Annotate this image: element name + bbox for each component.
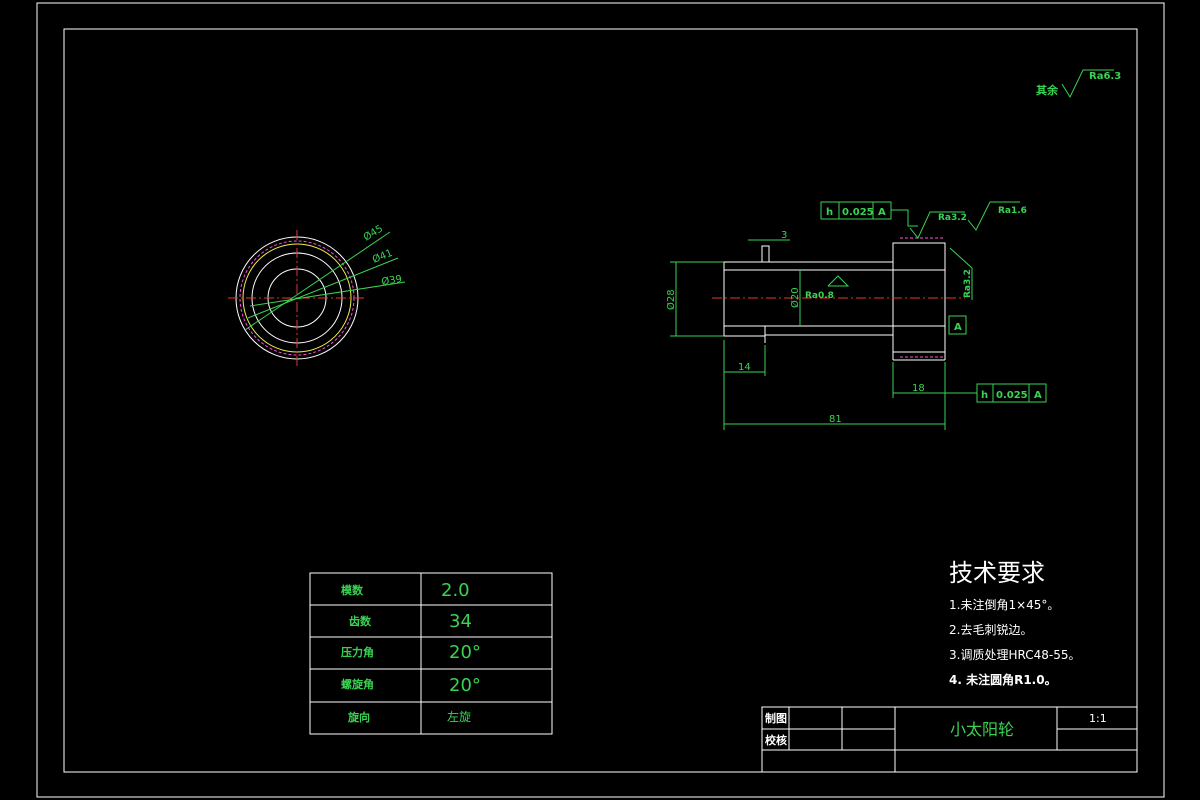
- table-value-4: 20°: [449, 675, 481, 696]
- table-value-1: 2.0: [441, 580, 470, 601]
- tol-top-datum: A: [878, 207, 886, 218]
- upper-wall: [723, 242, 946, 271]
- tech-req-item-4: 4. 未注圆角R1.0。: [949, 672, 1057, 687]
- table-label-3: 压力角: [341, 645, 374, 659]
- front-view: Ø45 Ø41 Ø39: [228, 222, 406, 366]
- table-value-2: 34: [449, 611, 472, 632]
- tech-req-title: 技术要求: [949, 559, 1045, 587]
- dim-gear-len: 18: [912, 383, 925, 394]
- body-outline-left: [723, 262, 766, 343]
- dim-d39: Ø39: [381, 273, 403, 288]
- roughness-symbol: [1061, 69, 1114, 99]
- datum-a: A: [954, 322, 962, 333]
- dim-left-len: 14: [738, 362, 751, 373]
- general-finish-value: Ra6.3: [1089, 71, 1121, 82]
- tech-req-item-2: 2.去毛刺锐边。: [949, 623, 1032, 637]
- param-table: 模数 2.0 齿数 34 压力角 20° 螺旋角 20° 旋向 左旋: [309, 572, 553, 735]
- table-value-3: 20°: [449, 642, 481, 663]
- title-draw-label: 制图: [765, 711, 787, 725]
- title-block: 制图 校核 小太阳轮 1:1: [761, 706, 1138, 773]
- tol-top-value: 0.025: [842, 207, 874, 218]
- table-label-1: 模数: [341, 583, 364, 597]
- title-scale: 1:1: [1089, 712, 1107, 725]
- table-label-2: 齿数: [349, 614, 372, 628]
- title-check-label: 校核: [765, 733, 787, 747]
- dim-slot: 3: [781, 230, 787, 241]
- slot-groove: [761, 245, 770, 263]
- table-value-5: 左旋: [447, 709, 471, 724]
- dim-total-len: 81: [829, 414, 842, 425]
- tol-top-symbol: h: [826, 207, 833, 218]
- table-label-5: 旋向: [347, 710, 370, 724]
- dim-leader-3: [249, 281, 406, 307]
- outer-frame: [36, 2, 1165, 798]
- tech-requirements: 技术要求 1.未注倒角1×45°。 2.去毛刺锐边。 3.调质处理HRC48-5…: [949, 559, 1080, 687]
- lower-wall-gear: [724, 325, 946, 353]
- lower-wall: [724, 325, 894, 336]
- section-view: 3 Ø28 Ø20 14 18 81 h 0.025 A Ra3.2 Ra1.6…: [665, 201, 1047, 430]
- datum-box: [948, 315, 967, 335]
- tol-bot-symbol: h: [981, 390, 988, 401]
- inner-frame: [63, 28, 1138, 773]
- dim-leader-1: [244, 231, 391, 331]
- roughness-ra16-symbol: [967, 201, 1020, 231]
- roughness-ra08-symbol: [827, 275, 850, 287]
- dim-inner-dia: Ø20: [789, 287, 801, 308]
- dim-d41: Ø41: [371, 247, 395, 266]
- tech-req-item-1: 1.未注倒角1×45°。: [949, 597, 1059, 612]
- rough-ra08: Ra0.8: [805, 291, 834, 301]
- roughness-ra32-symbol: [909, 211, 965, 239]
- general-finish-prefix: 其余: [1036, 83, 1059, 97]
- rough-ra16: Ra1.6: [998, 206, 1027, 216]
- table-label-4: 螺旋角: [341, 677, 374, 691]
- title-part-name: 小太阳轮: [950, 720, 1014, 739]
- roughness-ra32b-symbol: [949, 247, 973, 300]
- dim-d45: Ø45: [361, 222, 385, 243]
- tol-bot-value: 0.025: [996, 390, 1028, 401]
- general-surface-finish: 其余 Ra6.3: [1036, 69, 1121, 99]
- rough-ra32b: Ra3.2: [963, 269, 973, 298]
- tech-req-item-3: 3.调质处理HRC48-55。: [949, 648, 1080, 662]
- dim-outer-dia: Ø28: [665, 289, 677, 310]
- dim-leader-2: [247, 257, 399, 319]
- rough-ra32: Ra3.2: [938, 213, 967, 223]
- tol-bot-datum: A: [1034, 390, 1042, 401]
